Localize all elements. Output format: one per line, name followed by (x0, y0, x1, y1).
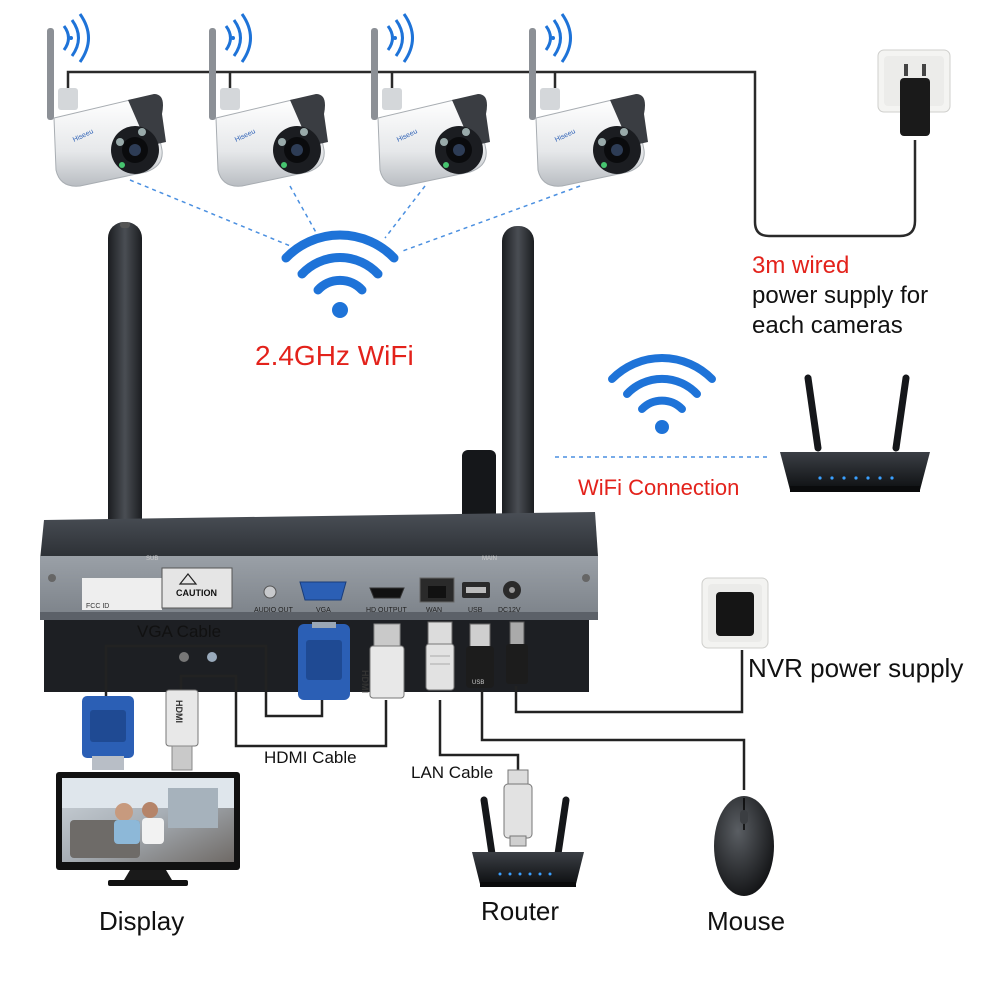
wall-socket-icon (701, 577, 769, 649)
svg-text:MAIN: MAIN (482, 556, 497, 562)
svg-text:HD OUTPUT: HD OUTPUT (366, 607, 408, 614)
svg-text:HDMI: HDMI (174, 700, 184, 723)
wall-socket-icon (877, 49, 951, 136)
vga-plug-icon (298, 622, 350, 700)
nvr-power-label: NVR power supply (748, 653, 964, 683)
router-icon (780, 374, 930, 492)
dc-plug-icon (506, 621, 528, 684)
camera-icon: Hiseeu (371, 13, 490, 187)
camera-wifi-label: 2.4GHz WiFi (255, 340, 414, 371)
svg-text:AUDIO OUT: AUDIO OUT (254, 607, 294, 614)
svg-text:USB: USB (472, 680, 484, 686)
router-icon (472, 796, 584, 887)
vga-cable-label: VGA Cable (137, 622, 222, 641)
wifi-connection-label: WiFi Connection (578, 475, 740, 500)
camera-icon: Hiseeu (529, 13, 648, 187)
monitor-icon (56, 772, 240, 886)
cables (104, 644, 746, 790)
lan-cable-label: LAN Cable (411, 763, 494, 782)
camera-icon: Hiseeu (209, 13, 328, 187)
display-label: Display (99, 906, 185, 936)
ethernet-plug-icon (503, 769, 533, 847)
wifi-icon (608, 353, 716, 434)
svg-text:FCC ID: FCC ID (86, 603, 109, 610)
svg-text:WAN: WAN (426, 607, 442, 614)
power-supply-label-line2: power supply for (752, 282, 929, 309)
camera-power-cable (66, 70, 917, 238)
svg-text:DC12V: DC12V (498, 607, 521, 614)
camera-icon: Hiseeu (47, 13, 166, 187)
power-supply-label-red: 3m wired (752, 252, 850, 279)
wifi-icon (281, 230, 399, 318)
usb-plug-icon: USB (466, 623, 494, 688)
hdmi-plug-icon: HDMI (360, 623, 405, 699)
power-supply-label-line3: each cameras (752, 312, 903, 339)
mouse-label: Mouse (707, 906, 786, 936)
hdmi-plug-icon: HDMI (165, 689, 199, 771)
router-label: Router (481, 896, 560, 926)
svg-text:HDMI: HDMI (360, 670, 370, 693)
wifi-link-lines (129, 179, 581, 253)
svg-text:USB: USB (468, 607, 483, 614)
svg-text:CAUTION: CAUTION (176, 588, 217, 598)
svg-text:SUB: SUB (146, 556, 158, 562)
hdmi-cable-label: HDMI Cable (264, 748, 357, 767)
mouse-icon (714, 796, 774, 896)
ethernet-plug-icon (425, 621, 455, 691)
svg-text:VGA: VGA (316, 607, 331, 614)
vga-plug-icon (82, 696, 134, 770)
